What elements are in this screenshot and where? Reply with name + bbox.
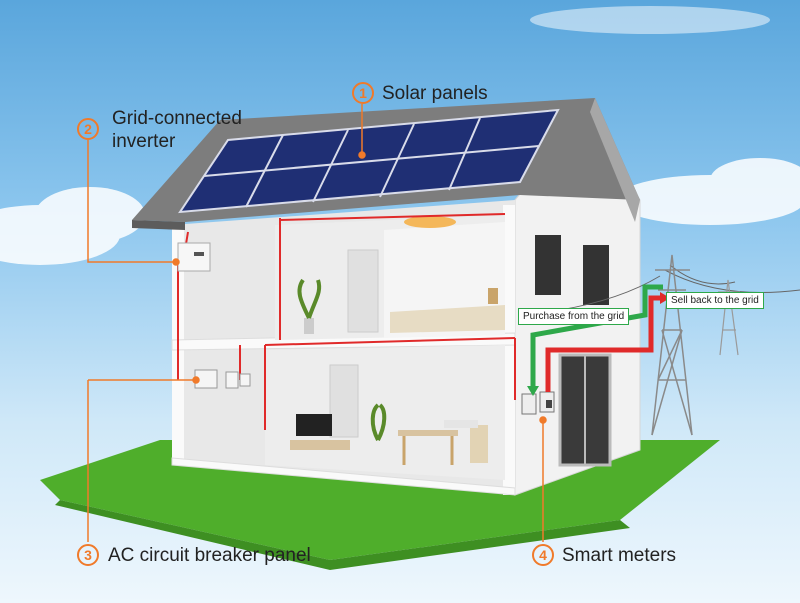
inverter-label-line1: Grid-connected <box>112 108 242 129</box>
inverter <box>177 242 211 272</box>
solar-panel-array <box>178 108 560 214</box>
callout-number-3: 3 <box>77 544 99 566</box>
purchase-from-grid-tag: Purchase from the grid <box>518 308 630 325</box>
inverter-label-line2: inverter <box>112 131 176 152</box>
smart-meter-a <box>521 393 537 415</box>
house-wiring <box>177 213 516 430</box>
callout-leaders <box>87 104 547 542</box>
sell-flow-arrow <box>545 292 670 392</box>
sell-back-to-grid-tag: Sell back to the grid <box>666 292 764 309</box>
solar-panels-label: Solar panels <box>382 83 488 104</box>
callout-number-1: 1 <box>352 82 374 104</box>
smart-meters-label: Smart meters <box>562 545 677 566</box>
clouds <box>0 6 800 265</box>
callout-number-4: 4 <box>532 544 554 566</box>
breaker-panel-label: AC circuit breaker panel <box>108 545 311 566</box>
purchase-flow-arrow <box>527 284 663 396</box>
callout-number-2: 2 <box>77 118 99 140</box>
transmission-tower-large <box>651 254 693 436</box>
